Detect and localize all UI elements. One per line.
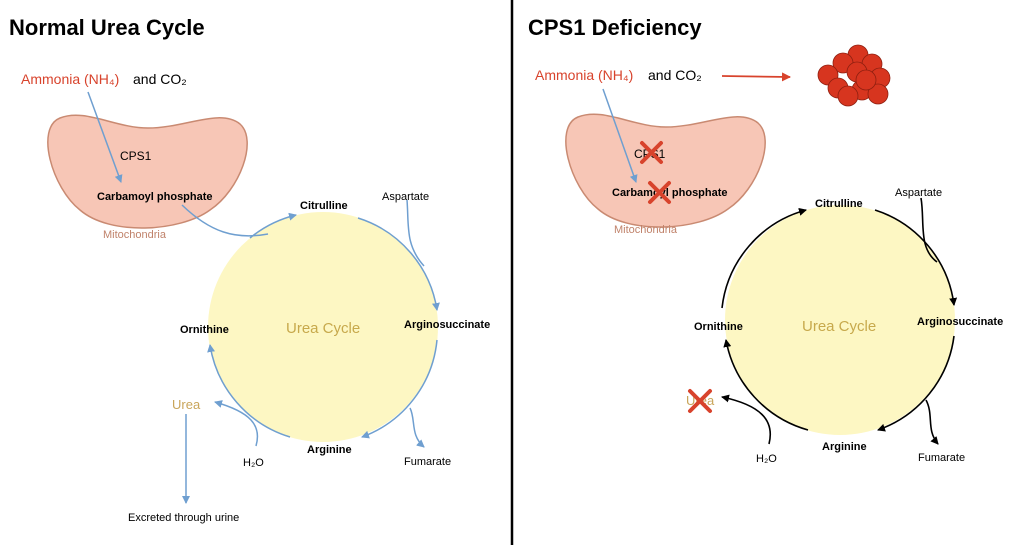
right-arginine-label: Arginine	[822, 441, 867, 453]
left-mitochondria-label: Mitochondria	[103, 229, 167, 241]
right-ammonia-arrow	[602, 88, 638, 183]
right-carbamoyl-label: Carbamoyl phosphate	[612, 187, 728, 199]
left-ornithine-label: Ornithine	[180, 324, 229, 336]
left-carbamoyl-label: Carbamoyl phosphate	[97, 191, 213, 203]
left-aspartate-label: Aspartate	[382, 191, 429, 203]
right-fumarate-arrow	[925, 399, 939, 445]
left-arginosuccinate-label: Arginosuccinate	[404, 319, 490, 331]
left-title: Normal Urea Cycle	[9, 15, 205, 40]
left-arc-to-ornithine	[207, 344, 291, 438]
right-urea-arrow	[721, 394, 771, 445]
left-ammonia-arrow	[87, 91, 123, 183]
right-arginosuccinate-label: Arginosuccinate	[917, 316, 1003, 328]
left-arc-to-citrulline	[249, 212, 297, 239]
left-excreted-label: Excreted through urine	[128, 512, 239, 524]
left-carbamoyl-arrow	[181, 204, 269, 237]
left-ammonia-label: Ammonia (NH₄)	[21, 71, 119, 87]
right-arc-to-citrulline	[721, 207, 807, 309]
left-cycle-circle	[208, 212, 438, 442]
left-cps1-label: CPS1	[120, 149, 152, 163]
right-arc-to-arginosuccinate	[874, 209, 958, 306]
right-ammonia-label: Ammonia (NH₄)	[535, 67, 633, 83]
right-title: CPS1 Deficiency	[528, 15, 702, 40]
right-co2-label: and CO₂	[648, 67, 702, 83]
left-citrulline-label: Citrulline	[300, 200, 348, 212]
right-cycle-label: Urea Cycle	[802, 318, 876, 335]
right-aspartate-label: Aspartate	[895, 187, 942, 199]
right-h2o-label: H₂O	[756, 453, 777, 465]
left-panel: Normal Urea Cycle Mitochondria Urea Cycl…	[9, 15, 490, 524]
right-ornithine-label: Ornithine	[694, 321, 743, 333]
block-x-icon	[688, 389, 712, 413]
left-cycle-label: Urea Cycle	[286, 320, 360, 337]
left-fumarate-arrow	[409, 407, 425, 448]
left-arc-to-arginine	[361, 339, 438, 439]
left-mitochondria-shape	[47, 114, 248, 229]
left-arginine-label: Arginine	[307, 444, 352, 456]
right-aspartate-arrow	[920, 197, 938, 263]
ammonia-accumulation-icon	[817, 44, 891, 107]
block-x-icon	[640, 141, 663, 164]
right-fumarate-label: Fumarate	[918, 452, 965, 464]
left-co2-label: and CO₂	[133, 71, 187, 87]
right-arc-to-ornithine	[723, 339, 809, 431]
right-citrulline-label: Citrulline	[815, 198, 863, 210]
right-cycle-circle	[725, 205, 955, 435]
right-arc-to-arginine	[877, 335, 955, 432]
right-mitochondria-shape	[565, 113, 766, 228]
block-x-icon	[648, 181, 671, 204]
left-urea-label: Urea	[172, 397, 201, 412]
left-urea-arrow	[214, 400, 259, 447]
left-fumarate-label: Fumarate	[404, 456, 451, 468]
right-mitochondria-label: Mitochondria	[614, 224, 678, 236]
left-aspartate-arrow	[406, 199, 425, 267]
left-arc-to-arginosuccinate	[357, 217, 440, 311]
right-accumulation-arrow	[721, 72, 791, 82]
right-panel: CPS1 Deficiency Mitochondria Urea Cycle …	[528, 15, 1003, 465]
left-h2o-label: H₂O	[243, 457, 264, 469]
